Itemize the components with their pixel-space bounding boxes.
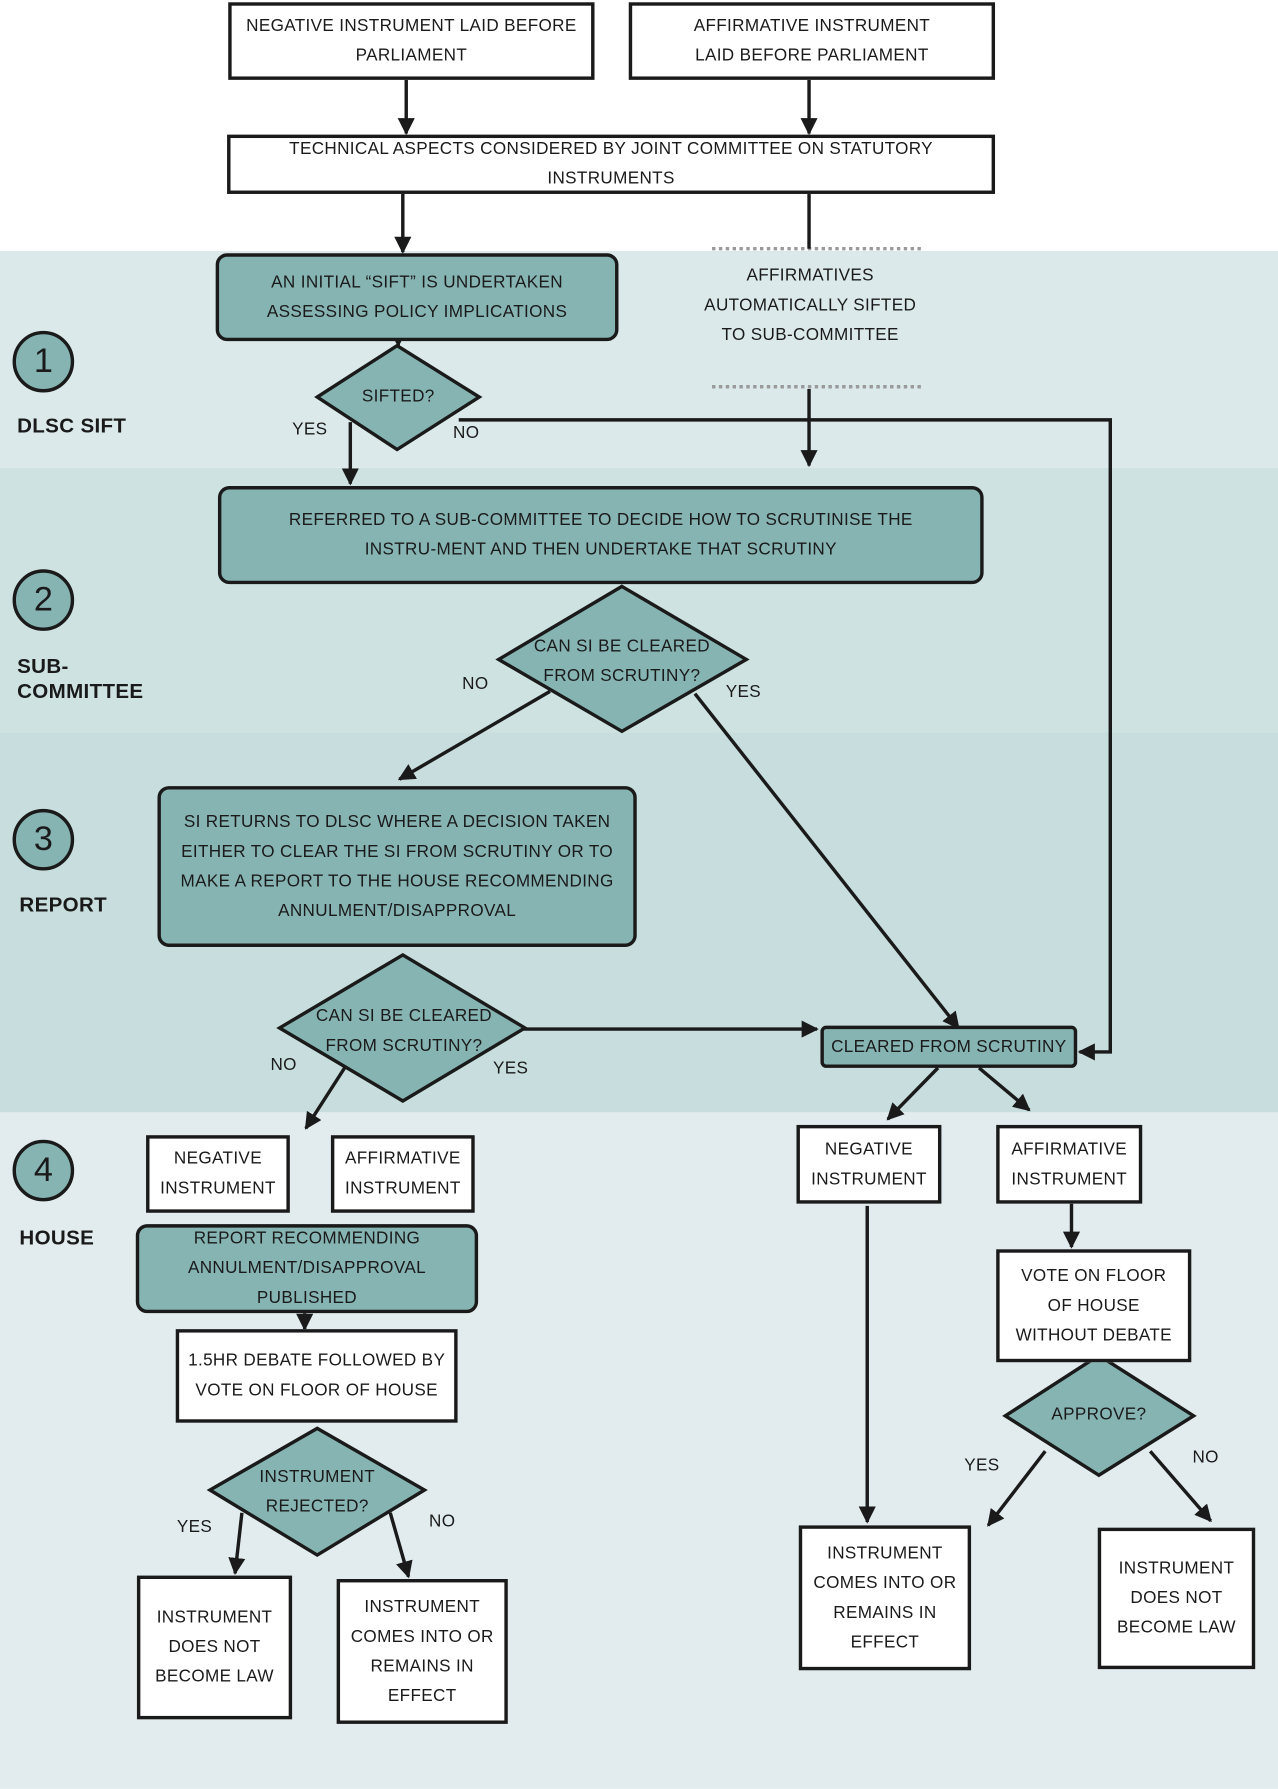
diamond-approve [1002,1353,1197,1478]
node-effect-left: INSTRUMENT COMES INTO OR REMAINS IN EFFE… [336,1579,508,1724]
stage-label-2: SUB-COMMITTEE [17,654,144,703]
node-affirmative-left: AFFIRMATIVE INSTRUMENT [330,1135,475,1213]
arrow-q1-yes [693,692,960,1030]
label-rejected-no: NO [429,1511,456,1532]
label-rejected-yes: YES [176,1517,213,1537]
diamond-cleared-1 [495,584,750,734]
node-debate: 1.5HR DEBATE FOLLOWED BY VOTE ON FLOOR O… [175,1329,458,1423]
node-cleared: CLEARED FROM SCRUTINY [820,1025,1078,1068]
label-q2-yes: YES [492,1058,529,1079]
text-sifted-question: SIFTED? [361,386,435,407]
node-referred: REFERRED TO A SUB-COMMITTEE TO DECIDE HO… [217,486,984,585]
text-approve-question: APPROVE? [1051,1404,1147,1424]
label-sifted-no: NO [453,423,480,443]
diamond-cleared-2 [276,952,529,1103]
stage-label-4: HOUSE [19,1226,95,1250]
label-approve-yes: YES [964,1455,1000,1476]
node-negative-left: NEGATIVE INSTRUMENT [146,1135,290,1213]
stage-label-3: REPORT [19,893,108,917]
node-initial-sift: AN INITIAL “SIFT” IS UNDERTAKEN ASSESSIN… [215,253,619,342]
arrow-approve-yes [986,1450,1047,1527]
arrow-rejected-yes [228,1512,246,1576]
diamond-sifted [314,343,483,452]
node-negative-laid: NEGATIVE INSTRUMENT LAID BEFORE PARLIAME… [228,2,595,80]
stage-number-4: 4 [12,1139,75,1202]
node-affirmatives-sifted: AFFIRMATIVES AUTOMATICALLY SIFTED TO SUB… [704,265,917,345]
stage-number-3: 3 [12,808,75,871]
node-effect-right: INSTRUMENT COMES INTO OR REMAINS IN EFFE… [798,1525,972,1671]
text-rejected-question: INSTRUMENT REJECTED? [259,1467,376,1517]
arrow-cleared-to-negative [886,1066,940,1121]
arrow-rejected-no [388,1512,413,1579]
label-q1-yes: YES [725,682,762,702]
node-returns: SI RETURNS TO DLSC WHERE A DECISION TAKE… [157,786,637,947]
node-vote-no-debate: VOTE ON FLOOR OF HOUSE WITHOUT DEBATE [996,1249,1192,1363]
label-sifted-yes: YES [292,419,328,440]
stage-number-1: 1 [12,330,75,393]
node-affirmative-right: AFFIRMATIVE INSTRUMENT [996,1124,1143,1204]
node-technical: TECHNICAL ASPECTS CONSIDERED BY JOINT CO… [227,134,996,194]
stage-label-1: DLSC SIFT [17,414,127,437]
arrow-q1-no [397,689,551,781]
text-cleared-question-2: CAN SI BE CLEARED FROM SCRUTINY? [315,1006,492,1056]
label-approve-no: NO [1192,1447,1219,1468]
stage-number-2: 2 [12,569,75,631]
node-report-published: REPORT RECOMMENDING ANNULMENT/DISAPPROVA… [135,1224,479,1314]
arrow-q2-no [304,1066,347,1130]
stage-band-1 [0,250,1278,468]
label-q1-no: NO [462,674,489,694]
arrow-sifted-no [458,418,1113,1061]
arrow-cleared-to-affirmative [977,1066,1031,1112]
label-q2-no: NO [270,1055,297,1075]
node-not-law-right: INSTRUMENT DOES NOT BECOME LAW [1097,1527,1256,1670]
node-negative-right: NEGATIVE INSTRUMENT [796,1124,942,1204]
node-affirmative-laid: AFFIRMATIVE INSTRUMENT LAID BEFORE PARLI… [628,2,996,80]
node-not-law-left: INSTRUMENT DOES NOT BECOME LAW [136,1575,293,1720]
diamond-rejected [206,1426,428,1558]
arrow-approve-no [1148,1450,1212,1523]
text-cleared-question-1: CAN SI BE CLEARED FROM SCRUTINY? [533,636,710,686]
